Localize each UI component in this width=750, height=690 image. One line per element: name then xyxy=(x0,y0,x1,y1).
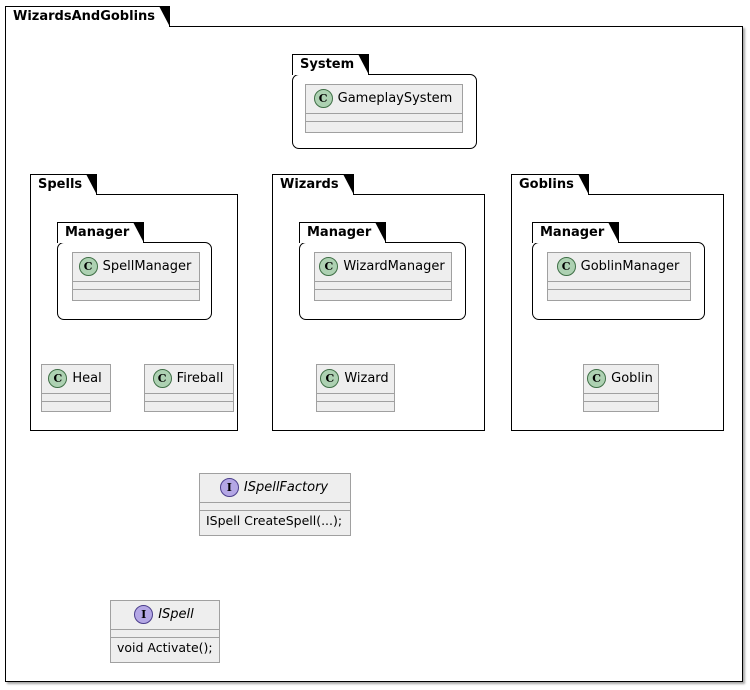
class-title-spellmanager: C SpellManager xyxy=(73,253,199,281)
class-badge-icon: C xyxy=(320,369,340,388)
operations-compartment xyxy=(42,401,110,409)
package-label-goblins: Goblins xyxy=(511,174,589,195)
class-badge-icon: C xyxy=(152,369,172,388)
interface-title-ispell: I ISpell xyxy=(111,601,219,629)
attributes-compartment xyxy=(548,281,690,289)
class-badge-icon: C xyxy=(587,369,607,388)
attributes-compartment xyxy=(111,629,219,637)
attributes-compartment xyxy=(200,502,350,510)
attributes-compartment xyxy=(317,393,394,401)
operations-compartment xyxy=(306,121,462,129)
class-name-heal: Heal xyxy=(72,371,102,386)
package-label-system: System xyxy=(292,54,370,75)
interface-ispell[interactable]: I ISpell void Activate(); xyxy=(110,600,220,663)
class-gameplaysystem[interactable]: C GameplaySystem xyxy=(305,84,463,133)
interface-badge-icon: I xyxy=(219,478,239,497)
interface-name-ispell: ISpell xyxy=(158,607,194,622)
class-title-goblin: C Goblin xyxy=(584,365,658,393)
class-title-wizard: C Wizard xyxy=(317,365,394,393)
class-title-fireball: C Fireball xyxy=(145,365,233,393)
operations-compartment xyxy=(315,289,451,297)
class-spellmanager[interactable]: C SpellManager xyxy=(72,252,200,301)
class-wizardmanager[interactable]: C WizardManager xyxy=(314,252,452,301)
operations-compartment xyxy=(317,401,394,409)
attributes-compartment xyxy=(145,393,233,401)
package-label-goblins-manager: Manager xyxy=(532,222,620,243)
attributes-compartment xyxy=(584,393,658,401)
class-goblin[interactable]: C Goblin xyxy=(583,364,659,412)
class-goblinmanager[interactable]: C GoblinManager xyxy=(547,252,691,301)
attributes-compartment xyxy=(315,281,451,289)
class-badge-icon: C xyxy=(313,89,333,108)
operations-compartment xyxy=(584,401,658,409)
operations-compartment xyxy=(145,401,233,409)
interface-badge-icon: I xyxy=(134,605,154,624)
class-fireball[interactable]: C Fireball xyxy=(144,364,234,412)
class-title-gameplaysystem: C GameplaySystem xyxy=(306,85,462,113)
class-title-goblinmanager: C GoblinManager xyxy=(548,253,690,281)
class-name-gameplaysystem: GameplaySystem xyxy=(337,91,453,106)
class-name-wizardmanager: WizardManager xyxy=(343,259,445,274)
operations-compartment xyxy=(548,289,690,297)
interface-ispellfactory[interactable]: I ISpellFactory ISpell CreateSpell(...); xyxy=(199,473,351,536)
class-name-spellmanager: SpellManager xyxy=(102,259,192,274)
class-name-wizard: Wizard xyxy=(344,371,389,386)
operation-createspell: ISpell CreateSpell(...); xyxy=(200,510,350,531)
attributes-compartment xyxy=(306,113,462,121)
class-wizard[interactable]: C Wizard xyxy=(316,364,395,412)
interface-title-ispellfactory: I ISpellFactory xyxy=(200,474,350,502)
interface-name-ispellfactory: ISpellFactory xyxy=(243,480,329,495)
class-title-wizardmanager: C WizardManager xyxy=(315,253,451,281)
class-name-goblinmanager: GoblinManager xyxy=(580,259,680,274)
operation-activate: void Activate(); xyxy=(111,637,219,658)
package-label-spells: Spells xyxy=(30,174,98,195)
class-name-goblin: Goblin xyxy=(611,371,653,386)
package-label-wizards: Wizards xyxy=(272,174,354,195)
package-label-spells-manager: Manager xyxy=(57,222,145,243)
class-name-fireball: Fireball xyxy=(176,371,224,386)
operations-compartment xyxy=(73,289,199,297)
class-badge-icon: C xyxy=(78,257,98,276)
class-badge-icon: C xyxy=(319,257,339,276)
class-badge-icon: C xyxy=(48,369,68,388)
attributes-compartment xyxy=(73,281,199,289)
attributes-compartment xyxy=(42,393,110,401)
class-title-heal: C Heal xyxy=(42,365,110,393)
package-label-wizardsandgoblins: WizardsAndGoblins xyxy=(5,6,171,27)
package-label-wizards-manager: Manager xyxy=(299,222,387,243)
class-heal[interactable]: C Heal xyxy=(41,364,111,412)
class-badge-icon: C xyxy=(556,257,576,276)
